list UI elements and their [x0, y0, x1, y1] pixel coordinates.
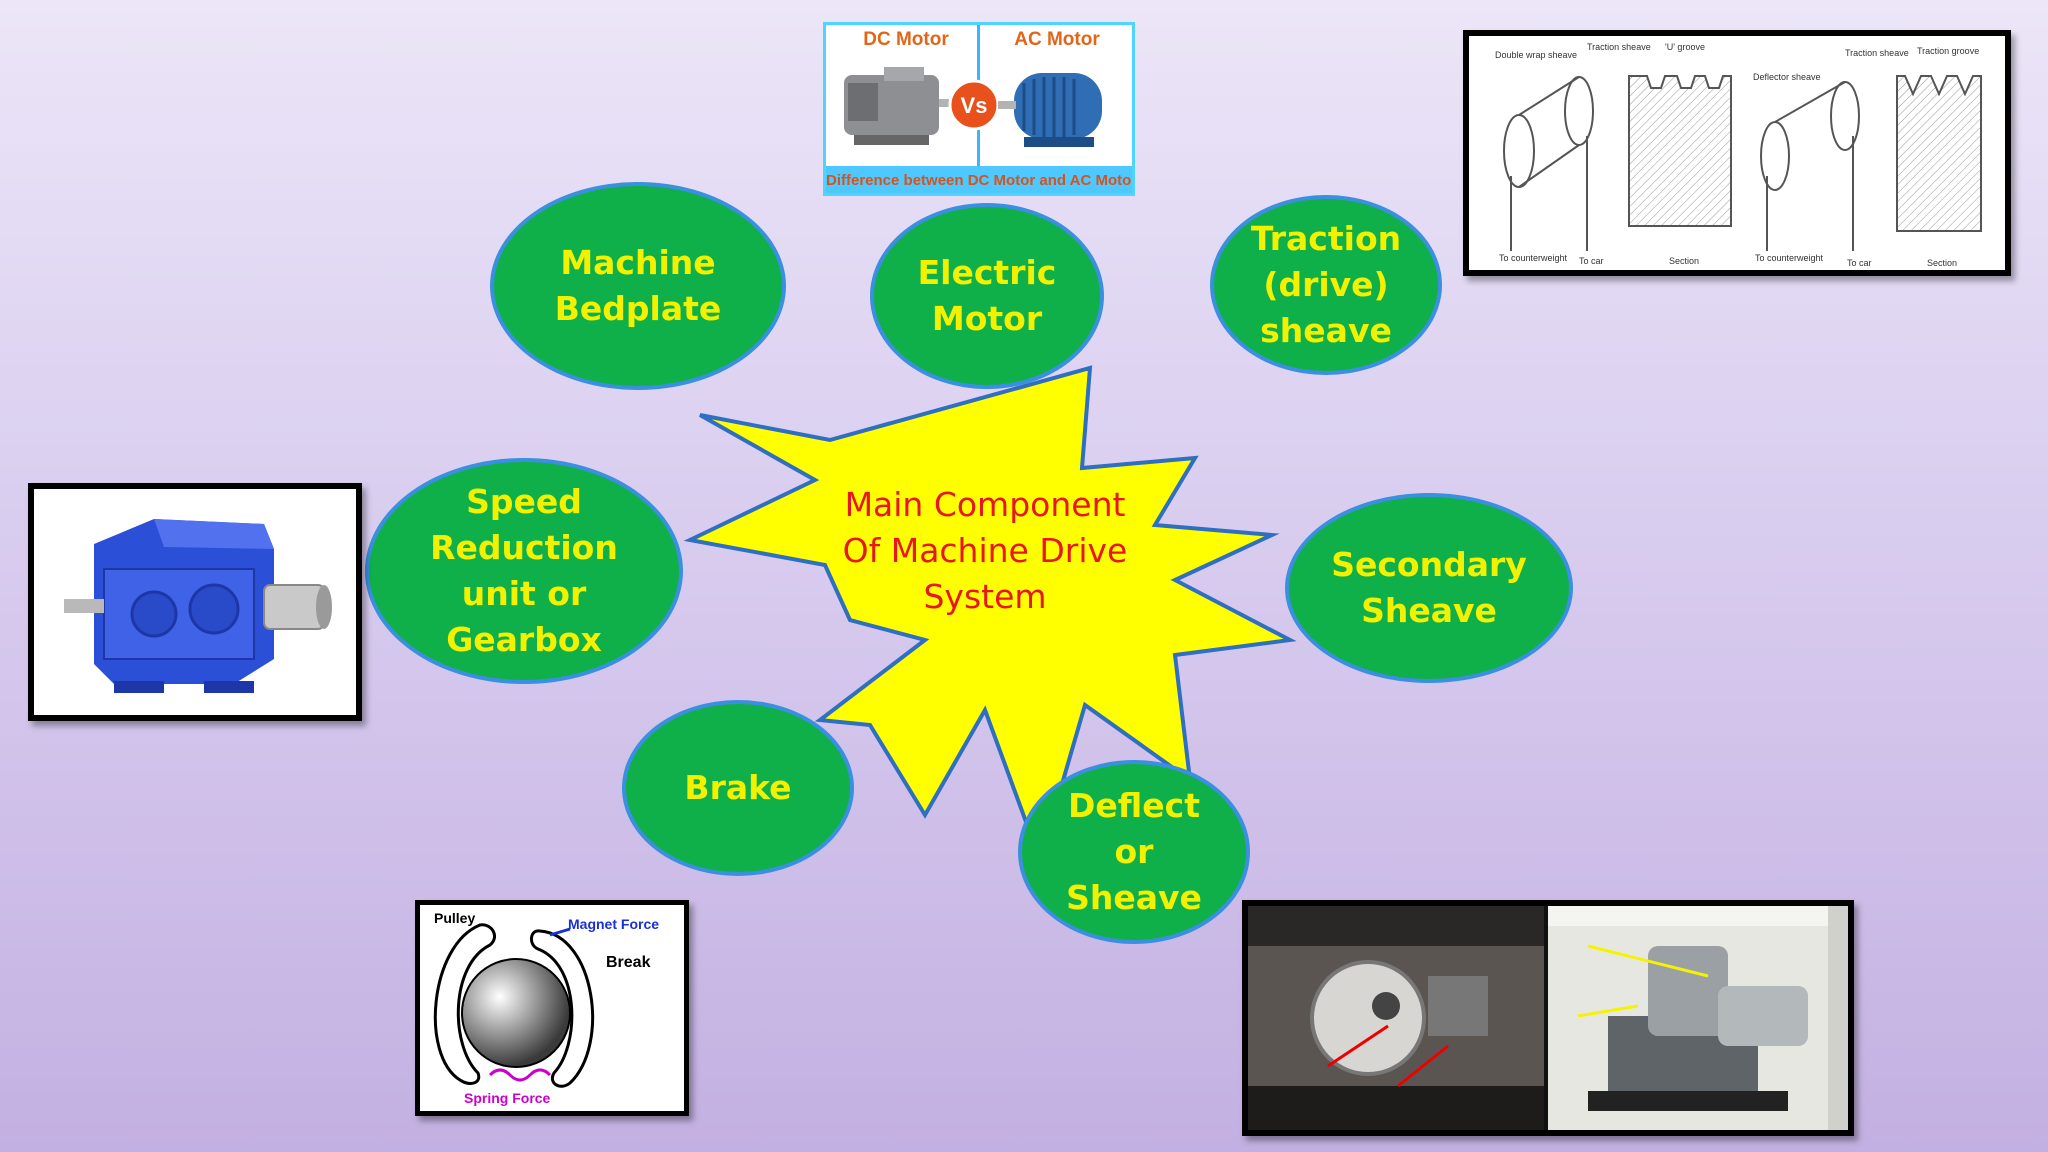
vs-label: Vs: [961, 93, 988, 118]
starburst-shape: [683, 365, 1297, 867]
node-label: Machine Bedplate: [554, 243, 722, 328]
sheave-label: Traction groove: [1917, 46, 1979, 56]
deflector-photo-drawing: [1248, 906, 1848, 1130]
sheave-label: Traction sheave: [1587, 42, 1651, 52]
node-label: Secondary Sheave: [1331, 545, 1527, 630]
brake-break-label: Break: [606, 954, 651, 971]
node-label: Electric Motor: [917, 253, 1057, 338]
node-label: Traction (drive) sheave: [1250, 219, 1402, 350]
node-traction-sheave[interactable]: Traction (drive) sheave: [1210, 195, 1442, 375]
brake-drawing: Pulley Magnet Force Break Spring Force: [433, 910, 659, 1106]
ac-motor-title: AC Motor: [1014, 29, 1100, 50]
motor-drawings: Vs: [844, 67, 1102, 147]
gearbox-image: [28, 483, 362, 721]
node-brake[interactable]: Brake: [622, 700, 854, 876]
gearbox-drawing: [64, 519, 332, 693]
sheave-label: Double wrap sheave: [1495, 50, 1577, 60]
deflector-sheave-photo: [1242, 900, 1854, 1136]
brake-magnet-label: Magnet Force: [568, 916, 659, 932]
sheave-label: Section: [1669, 256, 1699, 266]
sheave-label: To counterweight: [1755, 253, 1824, 263]
sheave-label: To car: [1579, 256, 1604, 266]
sheave-label: Traction sheave: [1845, 48, 1909, 58]
node-label: Brake: [684, 768, 792, 807]
motor-comparison-image: DC Motor AC Motor Vs Difference between …: [823, 22, 1135, 196]
sheave-diagram-image: Double wrap sheave Traction sheave 'U' g…: [1463, 30, 2011, 276]
node-secondary-sheave[interactable]: Secondary Sheave: [1285, 493, 1573, 683]
brake-diagram-image: Pulley Magnet Force Break Spring Force: [415, 900, 689, 1116]
node-label: Deflect or Sheave: [1066, 786, 1202, 917]
sheave-label: To car: [1847, 258, 1872, 268]
sheave-label: Deflector sheave: [1753, 72, 1821, 82]
center-label: Main Component Of Machine Drive System: [842, 485, 1128, 616]
brake-pulley-label: Pulley: [434, 910, 475, 926]
node-deflect-sheave[interactable]: Deflect or Sheave: [1018, 760, 1250, 944]
brake-spring-label: Spring Force: [464, 1090, 551, 1106]
node-label: Speed Reduction unit or Gearbox: [430, 482, 618, 659]
sheave-label: Section: [1927, 258, 1957, 268]
node-electric-motor[interactable]: Electric Motor: [870, 203, 1104, 389]
sheave-drawing: Double wrap sheave Traction sheave 'U' g…: [1495, 42, 1982, 268]
dc-motor-title: DC Motor: [863, 29, 949, 50]
sheave-label: 'U' groove: [1665, 42, 1705, 52]
node-machine-bedplate[interactable]: Machine Bedplate: [490, 182, 786, 390]
sheave-label: To counterweight: [1499, 253, 1568, 263]
node-speed-reduction[interactable]: Speed Reduction unit or Gearbox: [365, 458, 683, 684]
motor-caption: Difference between DC Motor and AC Motor: [826, 166, 1132, 193]
